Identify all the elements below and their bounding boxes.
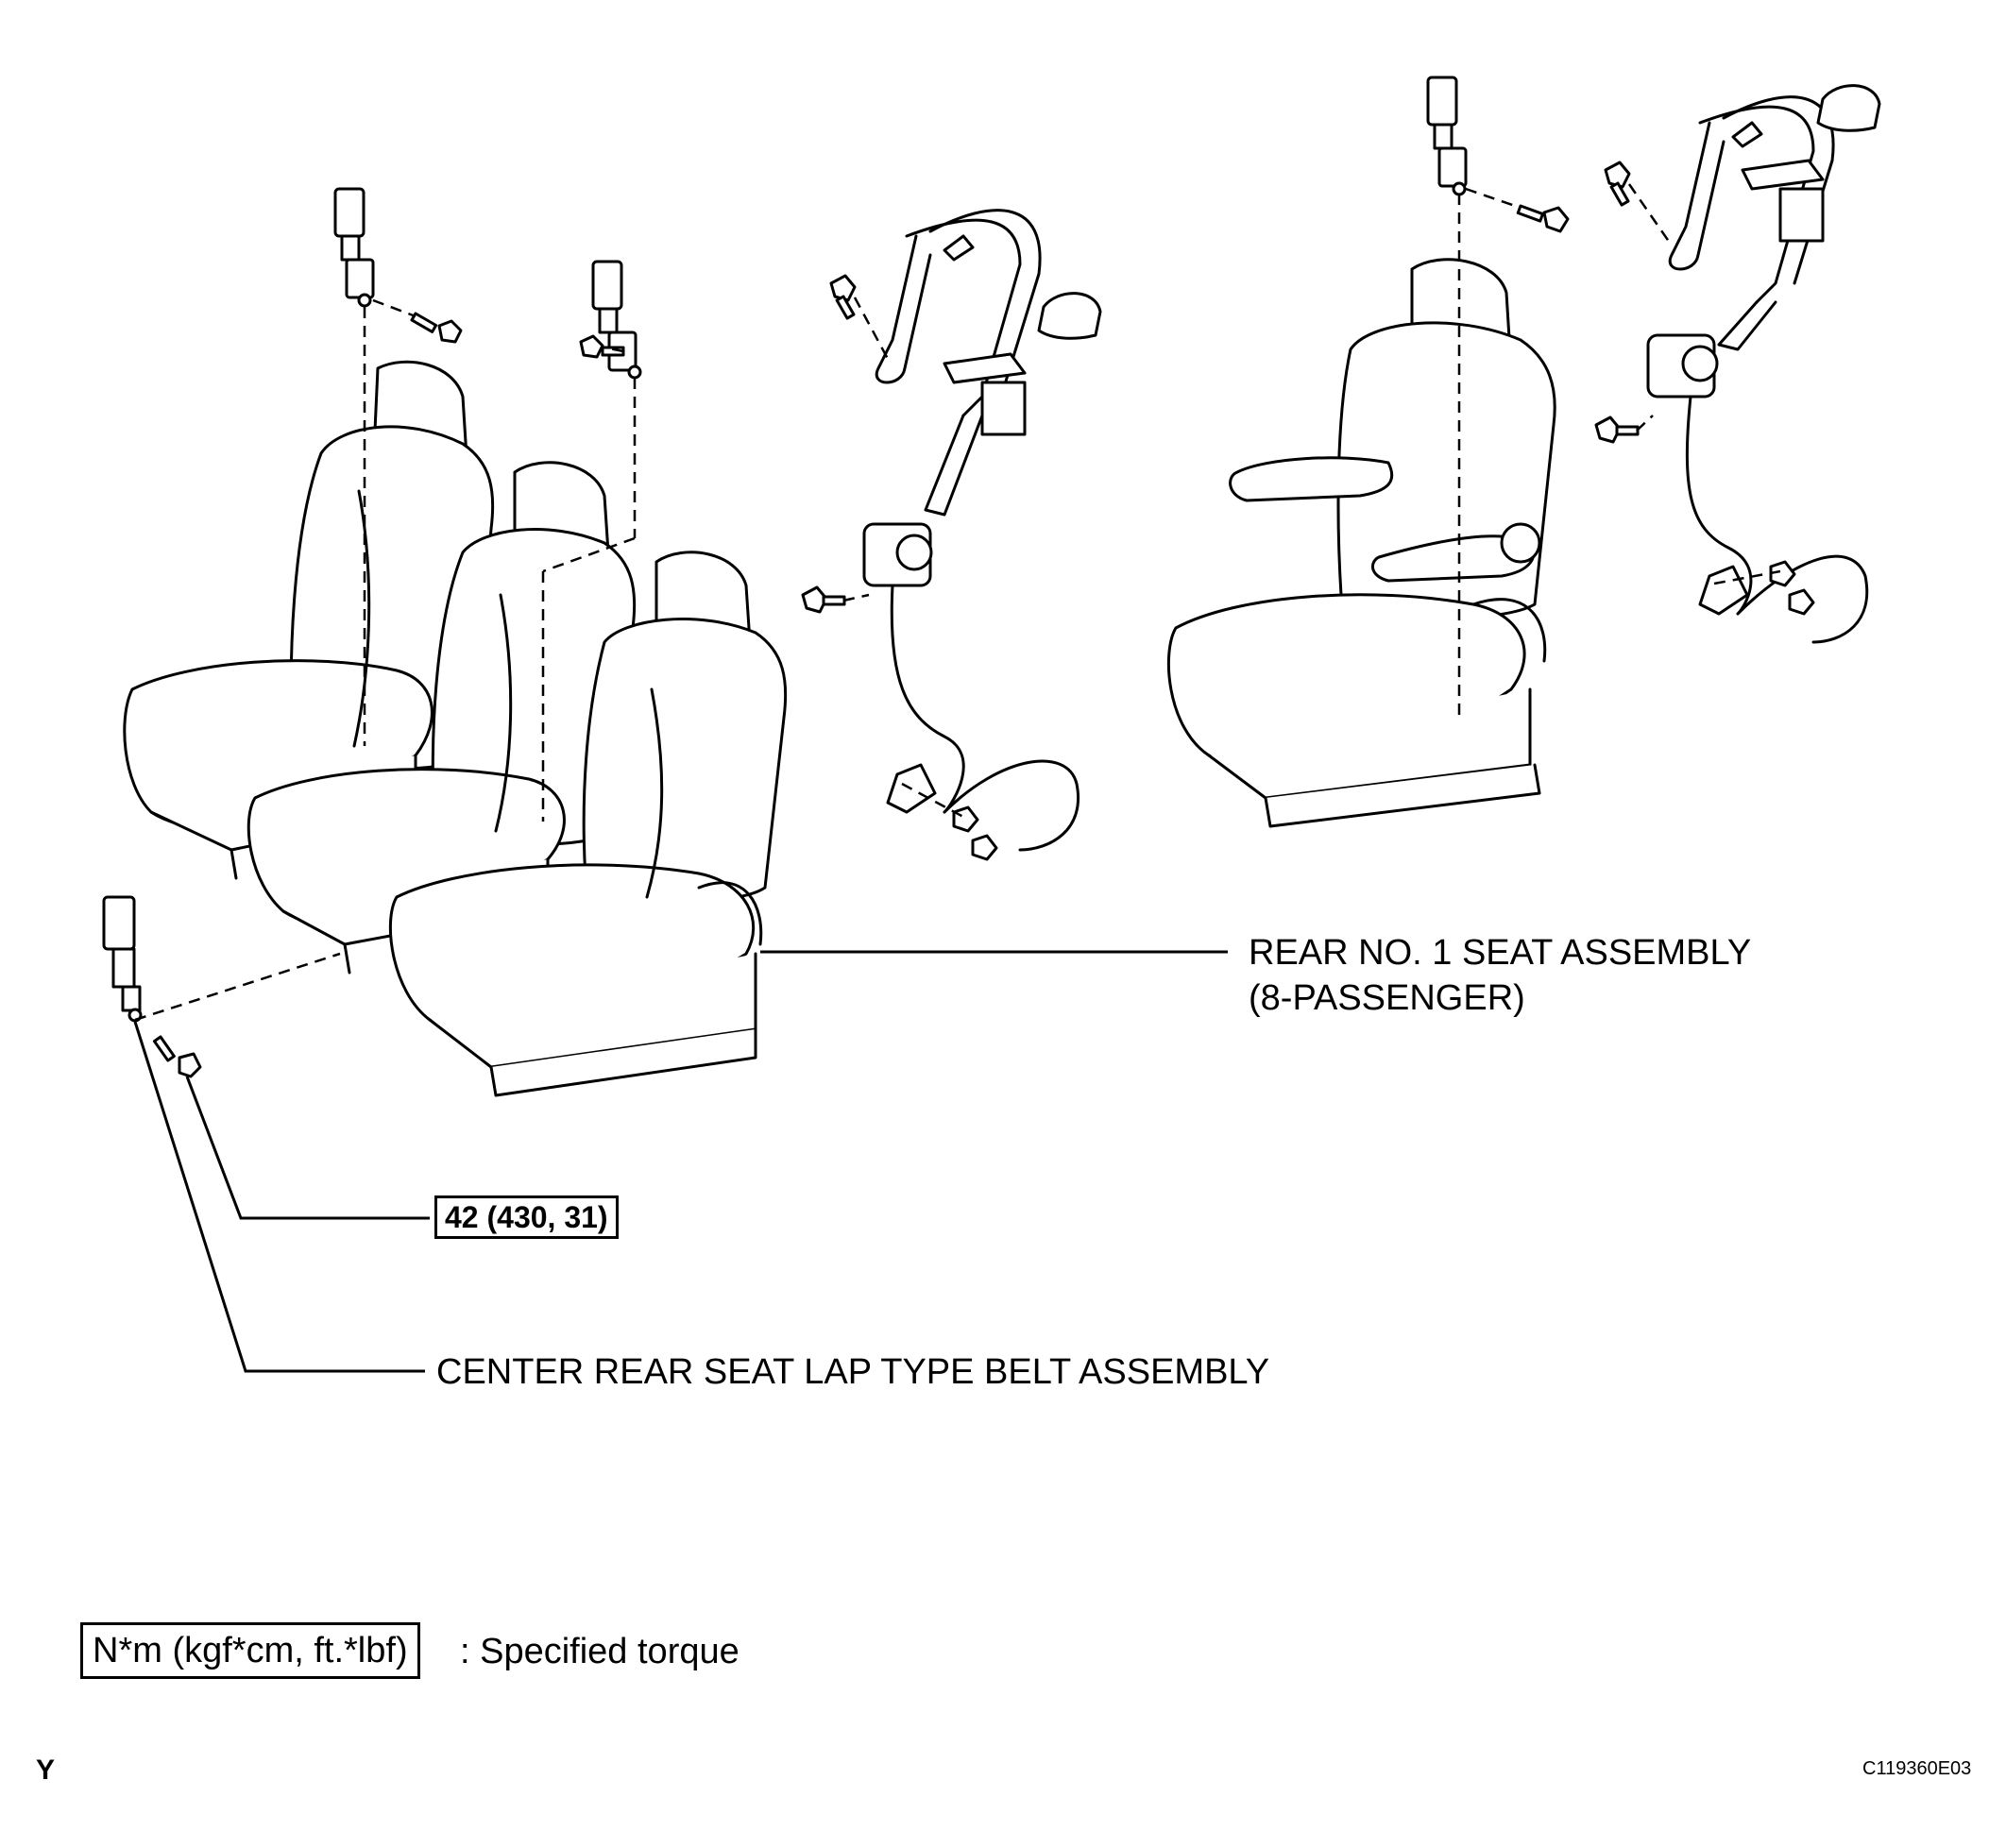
bolt-icon [801, 585, 846, 614]
legend-description: : Specified torque [460, 1632, 740, 1671]
alignment-lines [134, 183, 1781, 1022]
label-rear-seat-assembly: REAR NO. 1 SEAT ASSEMBLY (8-PASSENGER) [1249, 935, 1751, 1016]
nut-icon [952, 805, 998, 861]
buckle-captain [1426, 76, 1468, 196]
bolt-icon [1516, 204, 1570, 233]
nut-icon [1769, 560, 1815, 616]
buckle-left [333, 187, 375, 308]
belt-guide-cover [1741, 84, 1881, 243]
bolt-icon [1594, 415, 1640, 444]
seat-right-bench [388, 551, 788, 1097]
buckle-lap-belt [102, 895, 143, 1023]
figure-code: C119360E03 [1862, 1758, 1972, 1779]
leader-lines [133, 950, 1228, 1373]
label-rear-seat-line1: REAR NO. 1 SEAT ASSEMBLY [1249, 933, 1752, 973]
legend-unit-box: N*m (kgf*cm, ft.*lbf) [80, 1622, 420, 1679]
bolt-icon [1604, 161, 1631, 207]
bolt-icon [152, 1035, 202, 1078]
leader-torque [185, 1076, 430, 1220]
corner-letter: Y [36, 1755, 56, 1786]
torque-value: 42 (430, 31) [445, 1200, 608, 1234]
leader-lap-belt [133, 1021, 425, 1373]
buckle-center [591, 260, 642, 380]
seat-captain-right [1166, 258, 1556, 828]
bolt-icon [579, 334, 625, 359]
label-center-lap-belt: CENTER REAR SEAT LAP TYPE BELT ASSEMBLY [436, 1352, 1270, 1392]
bolt-icon [829, 274, 857, 320]
label-rear-seat-line2: (8-PASSENGER) [1249, 978, 1525, 1018]
torque-spec-box: 42 (430, 31) [434, 1195, 619, 1239]
legend-unit-text: N*m (kgf*cm, ft.*lbf) [93, 1631, 408, 1670]
belt-guide-cover [943, 292, 1102, 436]
bolt-icon [410, 312, 463, 344]
retractor-belt-right [1646, 95, 1869, 644]
